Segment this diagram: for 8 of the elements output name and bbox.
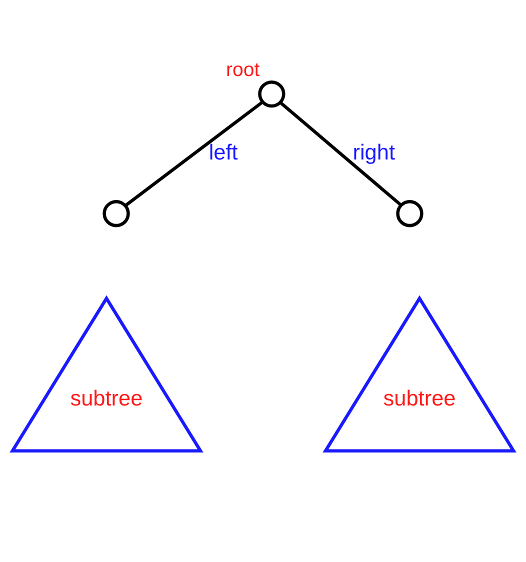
node-label: root (226, 59, 260, 81)
node-circle (396, 200, 424, 228)
node-circle (258, 80, 286, 108)
connector (124, 100, 264, 208)
connector (279, 101, 402, 206)
edge-label: right (352, 139, 395, 164)
edge-label: left (208, 139, 238, 164)
node-circle (102, 200, 130, 228)
